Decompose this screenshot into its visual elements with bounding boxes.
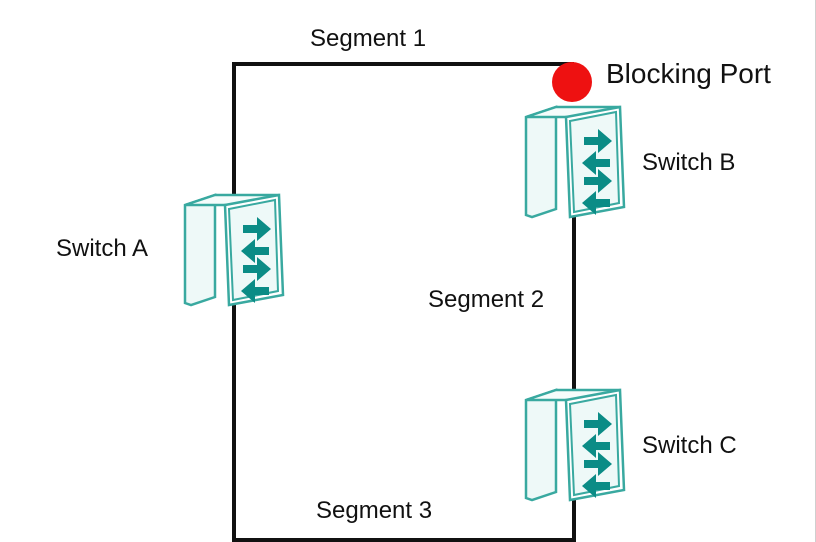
blocking-port-marker — [552, 62, 592, 102]
switch-a-label: Switch A — [56, 235, 148, 262]
switch-c-icon — [524, 388, 626, 502]
switch-c-label: Switch C — [642, 432, 737, 459]
segment-1-label: Segment 1 — [310, 25, 426, 52]
blocking-port-label: Blocking Port — [606, 58, 771, 89]
segment-2-label: Segment 2 — [428, 286, 544, 313]
switch-b-label: Switch B — [642, 149, 735, 176]
switch-b-icon — [524, 105, 626, 219]
switch-a-icon — [183, 193, 285, 307]
segment-3-label: Segment 3 — [316, 497, 432, 524]
